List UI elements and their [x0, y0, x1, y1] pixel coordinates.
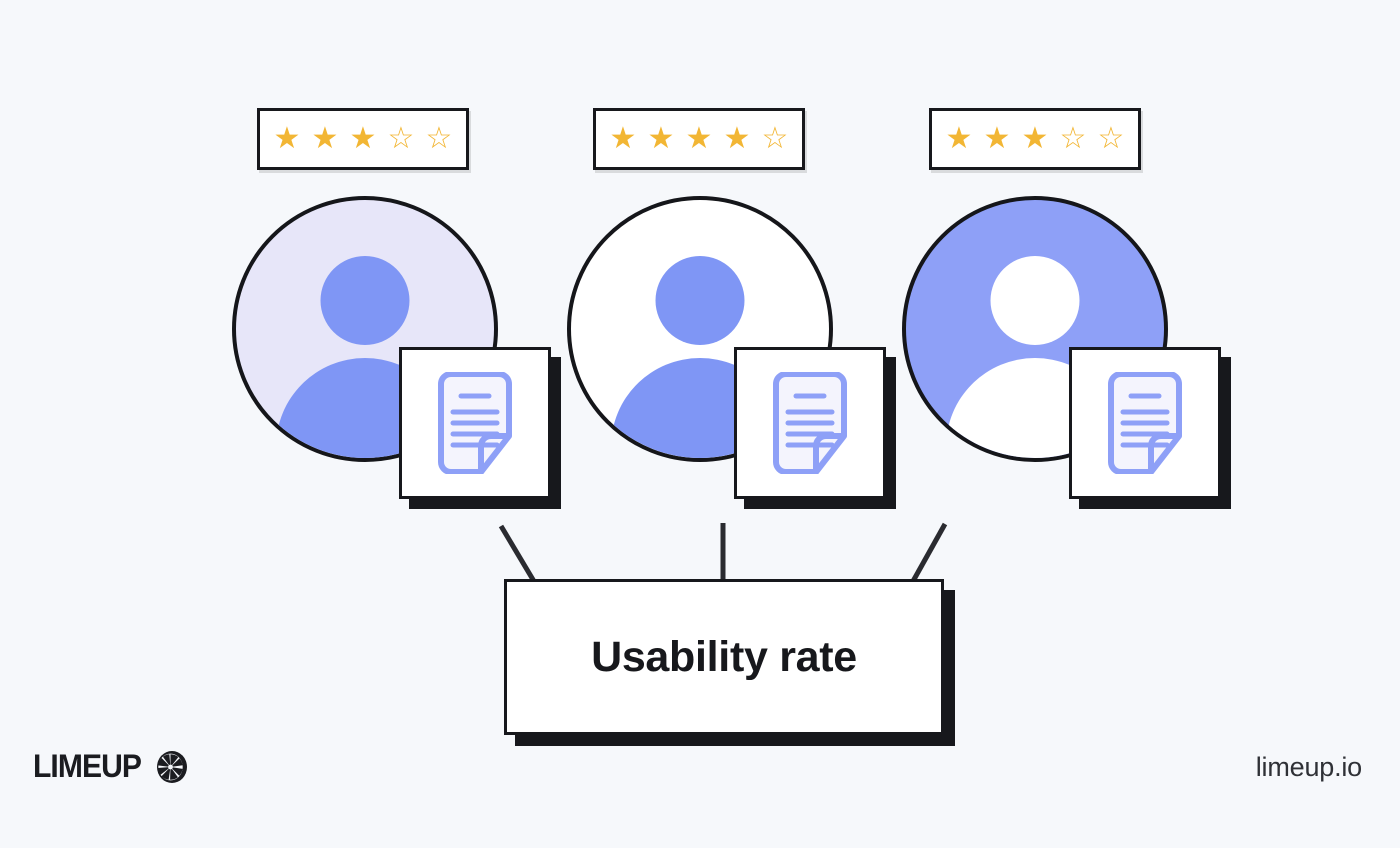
avatar-head-shape	[655, 256, 745, 345]
card-surface	[734, 347, 886, 499]
star-icon: ☆	[1059, 122, 1087, 155]
star-icon: ☆	[425, 122, 453, 155]
star-icon: ★	[685, 122, 713, 155]
star-icon: ★	[349, 122, 377, 155]
star-icon: ★	[945, 122, 973, 155]
avatar-head-shape	[320, 256, 410, 345]
brand-logo: LIMEUP	[33, 748, 188, 785]
page-title: Usability rate	[591, 632, 857, 681]
star-icon: ☆	[761, 122, 789, 155]
document-card-1	[399, 347, 561, 509]
connector-line-right	[909, 522, 948, 585]
star-icon: ★	[311, 122, 339, 155]
brand-wordmark: LIMEUP	[33, 748, 142, 784]
rating-box-2: ★ ★ ★ ★ ☆	[593, 108, 805, 170]
site-url-text: limeup.io	[1255, 752, 1362, 782]
callout-surface: Usability rate	[504, 579, 944, 735]
card-surface	[399, 347, 551, 499]
star-icon: ☆	[387, 122, 415, 155]
usability-rate-callout: Usability rate	[504, 579, 955, 746]
star-icon: ★	[1021, 122, 1049, 155]
star-icon: ★	[723, 122, 751, 155]
star-icon: ☆	[1097, 122, 1125, 155]
card-surface	[1069, 347, 1221, 499]
rating-box-3: ★ ★ ★ ☆ ☆	[929, 108, 1141, 170]
rating-box-1: ★ ★ ★ ☆ ☆	[257, 108, 469, 170]
document-icon	[438, 372, 512, 474]
lime-slice-icon	[156, 750, 187, 783]
star-icon: ★	[983, 122, 1011, 155]
document-icon	[773, 372, 847, 474]
document-card-2	[734, 347, 896, 509]
star-icon: ★	[273, 122, 301, 155]
star-icon: ★	[609, 122, 637, 155]
avatar-head-shape	[990, 256, 1080, 345]
document-icon	[1108, 372, 1182, 474]
star-icon: ★	[647, 122, 675, 155]
connector-line-left	[498, 524, 538, 585]
document-card-3	[1069, 347, 1231, 509]
